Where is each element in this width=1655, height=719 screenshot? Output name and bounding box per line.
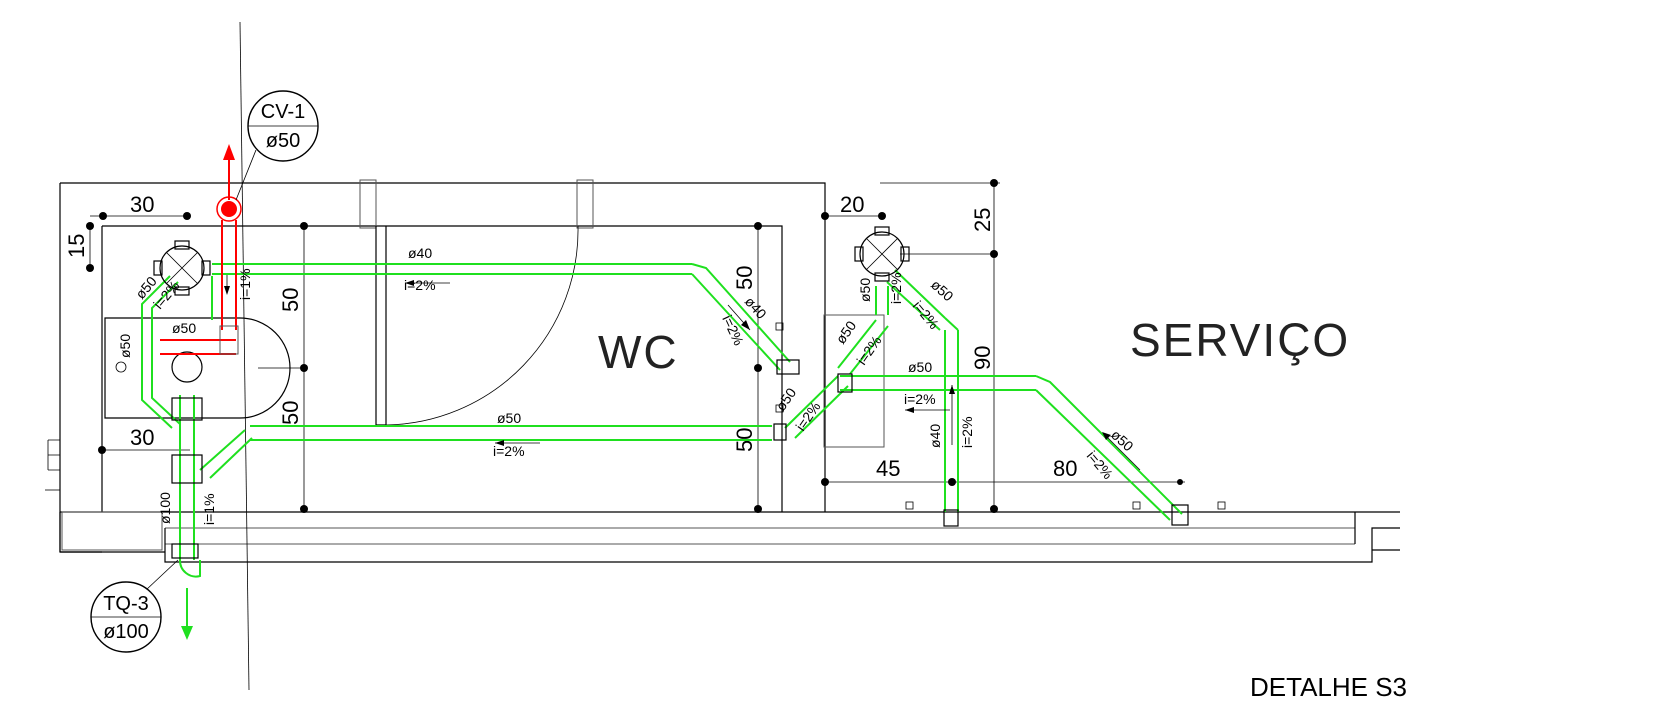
dim-25: 25	[970, 208, 995, 232]
label-p50-serv: ø50	[908, 359, 932, 375]
label-i-vert: i=2%	[959, 416, 975, 448]
tag-tq3-top: TQ-3	[103, 593, 149, 615]
dim-30-top: 30	[130, 192, 154, 217]
label-i-box2: i=2%	[888, 272, 904, 304]
label-i-diag: i=2%	[719, 313, 747, 348]
label-p50-box2: ø50	[857, 278, 873, 302]
dim-30-left: 30	[130, 425, 154, 450]
dim-15: 15	[64, 234, 89, 258]
dim-50-a: 50	[278, 288, 303, 312]
tag-tq3: TQ-3 ø100	[90, 559, 179, 653]
label-p50-diag2: ø50	[1108, 426, 1137, 454]
label-p50-mid: ø50	[497, 410, 521, 426]
label-p40-vert: ø40	[927, 424, 943, 448]
label-p50-left3: ø50	[117, 334, 133, 358]
dim-90: 90	[970, 346, 995, 370]
pipe-fittings	[153, 226, 1189, 559]
dimension-texts: 30 15 50 50 30 20 25 50 50 90 45 80	[64, 192, 1077, 481]
vent-pipe	[160, 144, 242, 355]
label-i-1pct-a: i=1%	[237, 268, 253, 300]
tag-tq3-bottom: ø100	[103, 621, 149, 643]
label-p50-left1: ø50	[772, 385, 799, 414]
flow-arrows	[224, 275, 1141, 471]
dim-50-b: 50	[278, 401, 303, 425]
fixtures	[104, 317, 300, 419]
label-i-ring: i=2%	[853, 333, 884, 368]
walls	[45, 21, 1400, 691]
label-i-1pct-b: i=1%	[201, 493, 217, 525]
room-label-service: SERVIÇO	[1130, 314, 1350, 366]
label-i-top: i=2%	[404, 277, 436, 293]
label-p50-ring: ø50	[832, 318, 859, 347]
detail-title: DETALHE S3	[1250, 672, 1407, 702]
tag-cv1-top: CV-1	[261, 101, 305, 123]
label-i-serv: i=2%	[904, 391, 936, 407]
room-label-wc: WC	[598, 326, 679, 378]
label-p40-top: ø40	[408, 245, 432, 261]
label-p40-diag: ø40	[742, 293, 770, 322]
label-p100: ø100	[157, 492, 173, 524]
label-i-diag2: i=2%	[1084, 448, 1117, 482]
label-i-left1: i=2%	[792, 399, 823, 434]
dim-45: 45	[876, 456, 900, 481]
dimension-lines	[86, 179, 1185, 513]
tag-cv1-bottom: ø50	[266, 130, 300, 152]
dim-80: 80	[1053, 456, 1077, 481]
label-i-mid: i=2%	[493, 443, 525, 459]
dim-20: 20	[840, 192, 864, 217]
label-p50-left2: ø50	[172, 320, 196, 336]
label-p50-box1: ø50	[928, 276, 957, 304]
dim-50-right-top: 50	[732, 266, 757, 290]
pipe-labels: ø40 i=2% ø50 i=2% ø40 i=2% ø50 i=2% ø40 …	[117, 245, 1137, 525]
drain-pipes	[141, 263, 1183, 640]
tag-cv1: CV-1 ø50	[235, 90, 319, 201]
